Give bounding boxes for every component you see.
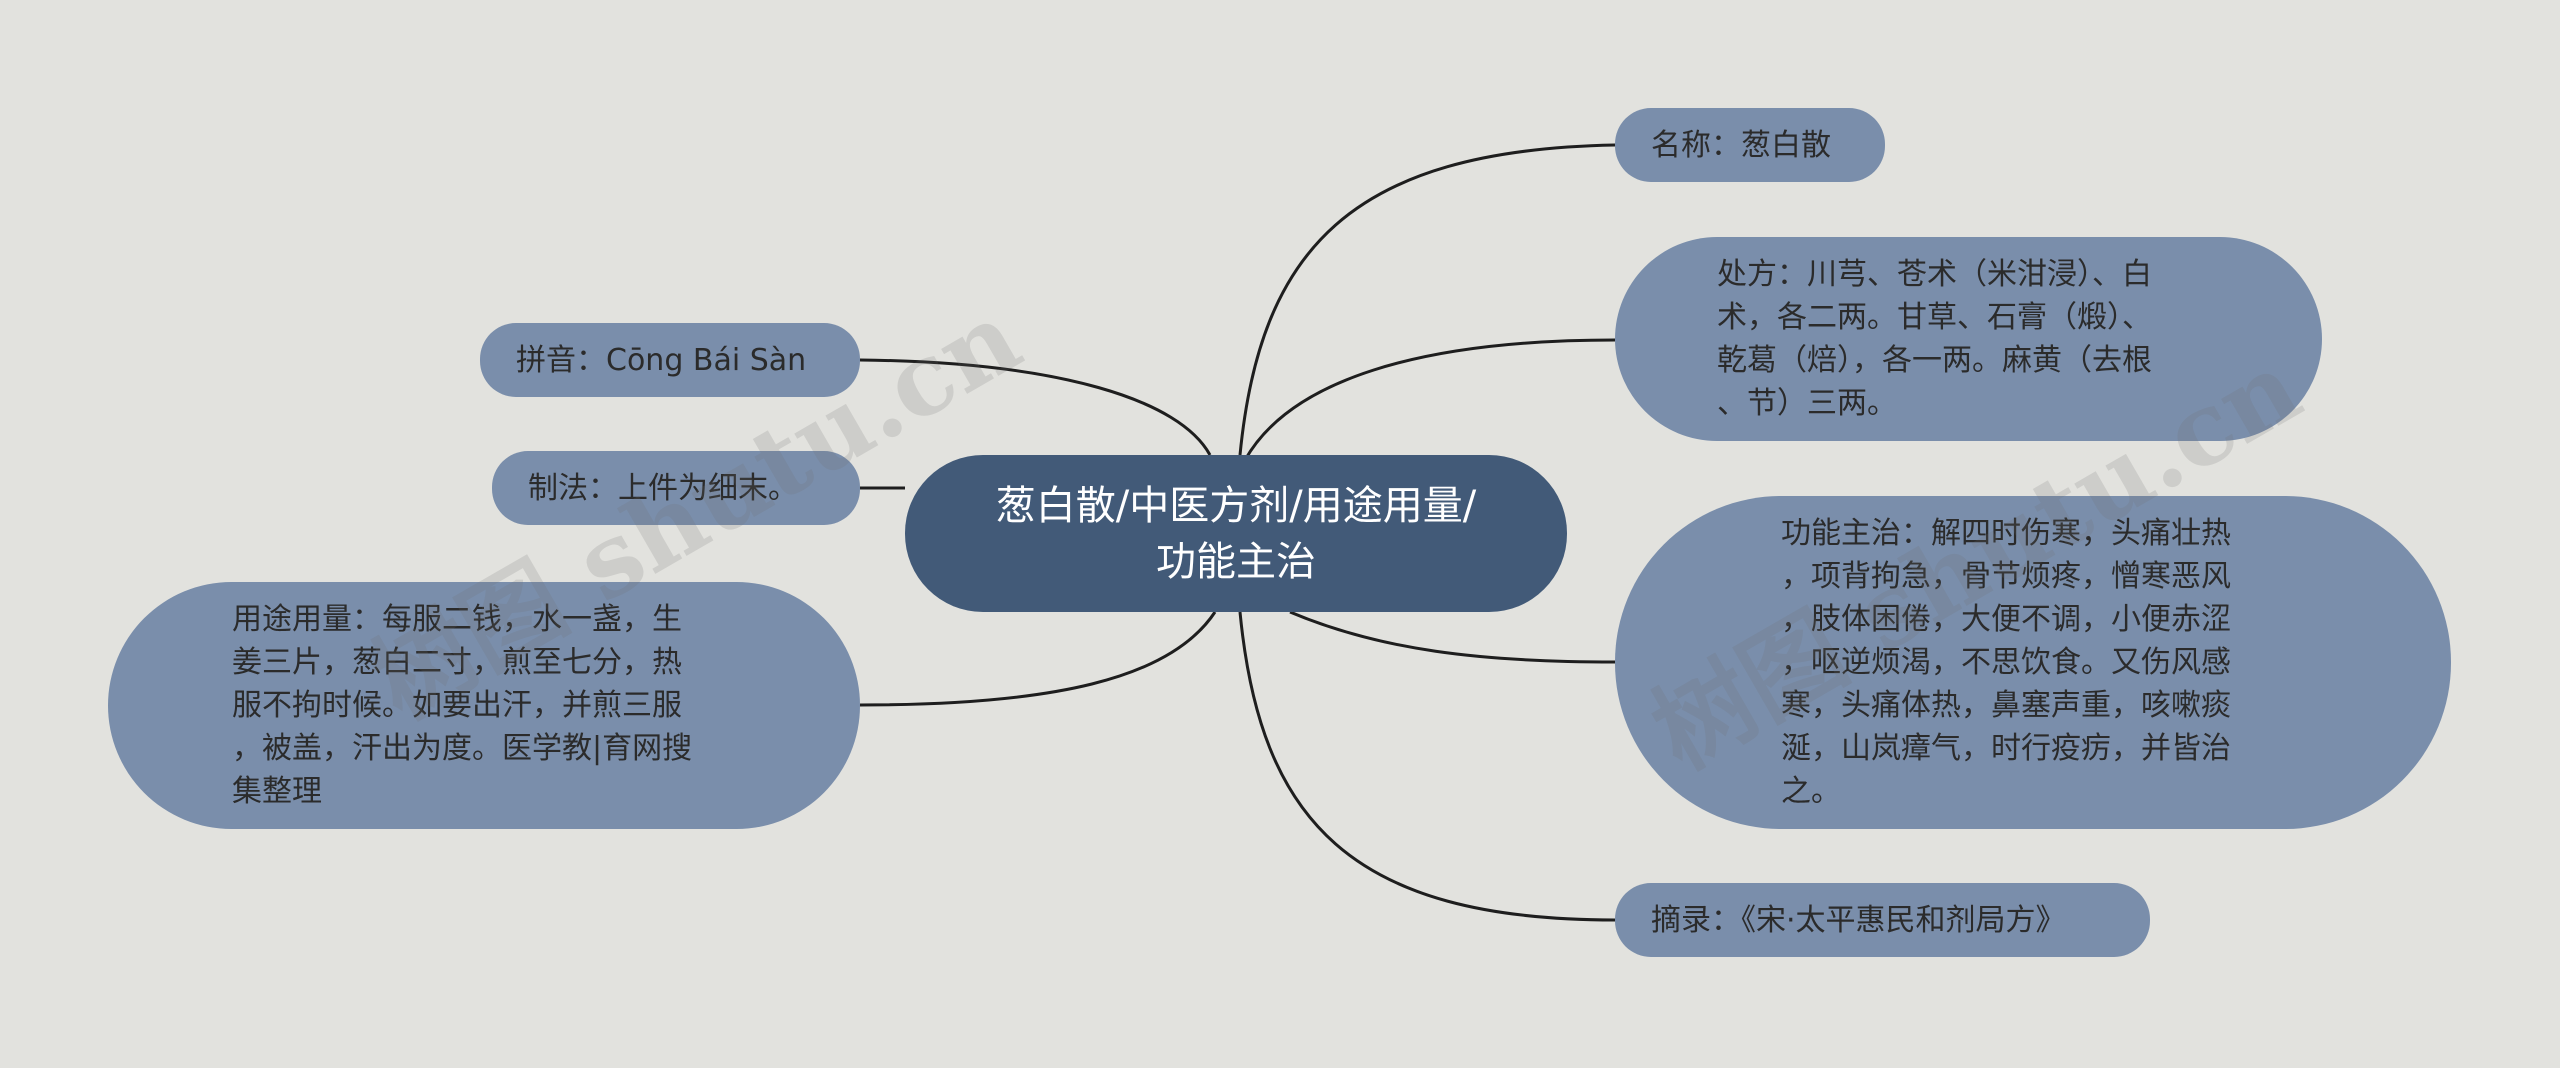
- node-preparation-label: 制法：上件为细末。: [528, 470, 798, 506]
- node-prescription-label: 处方：川芎、苍术（米泔浸）、白 术，各二两。甘草、石膏（煅）、 乾葛（焙），各一…: [1717, 257, 2152, 421]
- node-name[interactable]: 名称：葱白散: [1615, 108, 1885, 182]
- link-prescription: [1243, 338, 1616, 461]
- node-indications-label: 功能主治：解四时伤寒，头痛壮热 ，项背拘急，骨节烦疼，憎寒恶风 ，肢体困倦，大便…: [1781, 516, 2231, 809]
- link-indications: [1289, 610, 1616, 664]
- node-source[interactable]: 摘录：《宋·太平惠民和剂局方》: [1615, 883, 2150, 957]
- link-source: [1238, 611, 1616, 922]
- link-name: [1238, 143, 1616, 456]
- node-indications[interactable]: 功能主治：解四时伤寒，头痛壮热 ，项背拘急，骨节烦疼，憎寒恶风 ，肢体困倦，大便…: [1615, 496, 2451, 829]
- node-prescription[interactable]: 处方：川芎、苍术（米泔浸）、白 术，各二两。甘草、石膏（煅）、 乾葛（焙），各一…: [1615, 237, 2322, 441]
- root-node[interactable]: 葱白散/中医方剂/用途用量/功能主治: [905, 455, 1567, 612]
- node-usage-label: 用途用量：每服二钱，水一盏，生 姜三片，葱白二寸，煎至七分，热 服不拘时候。如要…: [232, 602, 693, 809]
- node-pinyin-label: 拼音：Cōng Bái Sàn: [516, 342, 807, 378]
- node-preparation[interactable]: 制法：上件为细末。: [492, 451, 860, 525]
- node-usage[interactable]: 用途用量：每服二钱，水一盏，生 姜三片，葱白二寸，煎至七分，热 服不拘时候。如要…: [108, 582, 860, 829]
- node-pinyin[interactable]: 拼音：Cōng Bái Sàn: [480, 323, 860, 397]
- link-pinyin: [859, 358, 1212, 456]
- node-name-label: 名称：葱白散: [1651, 127, 1831, 163]
- node-source-label: 摘录：《宋·太平惠民和剂局方》: [1651, 902, 2066, 938]
- link-usage: [859, 611, 1217, 707]
- root-label: 葱白散/中医方剂/用途用量/功能主治: [995, 482, 1477, 585]
